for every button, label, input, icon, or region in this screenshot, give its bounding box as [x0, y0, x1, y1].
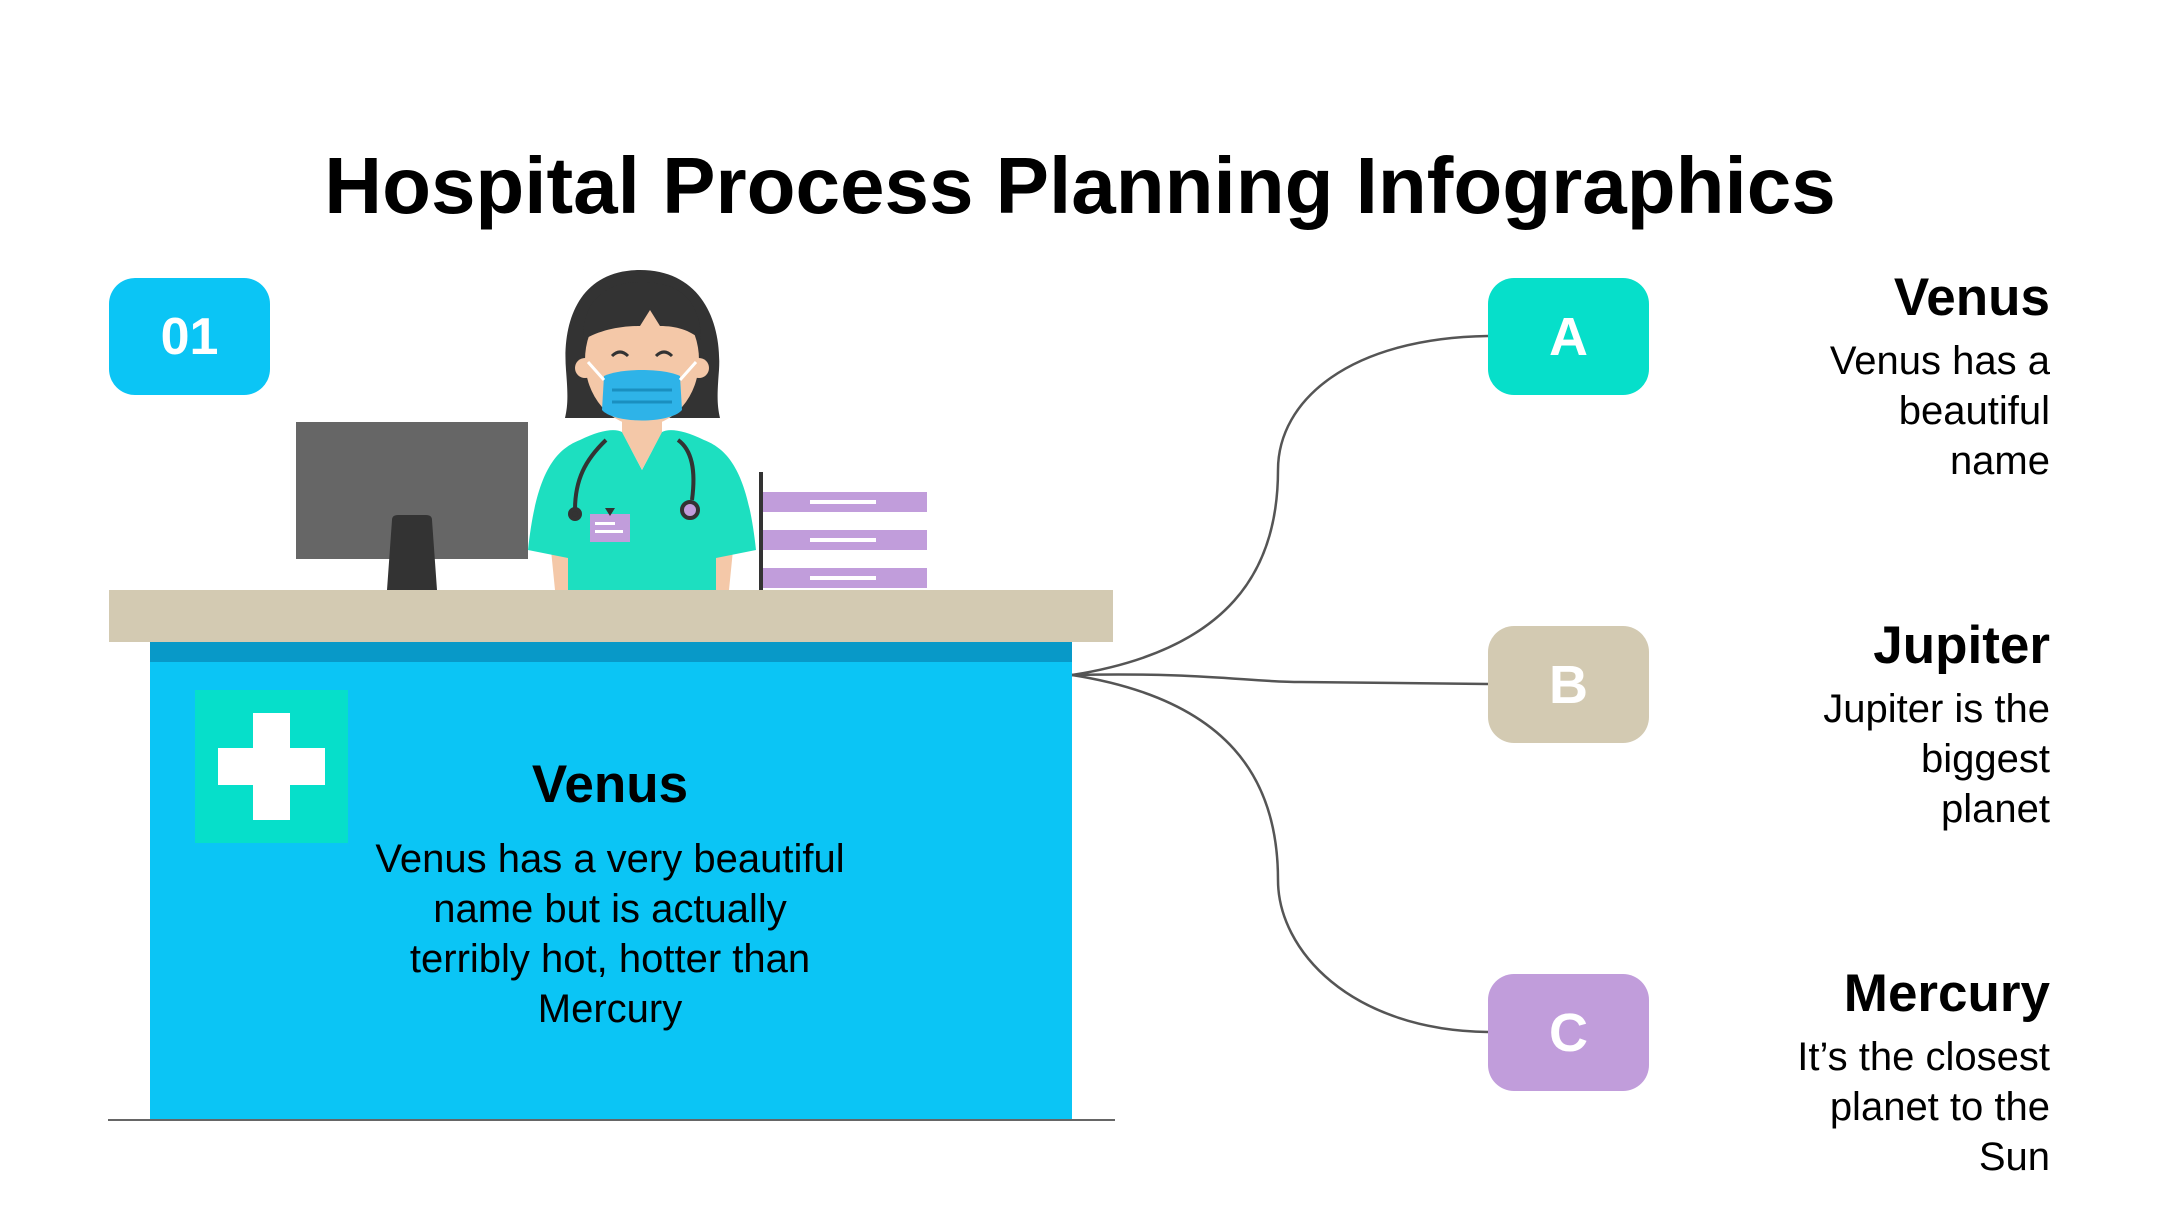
option-badge-b: B	[1488, 626, 1649, 743]
option-title-c: Mercury	[1843, 964, 2050, 1023]
connector-b	[1071, 673, 1489, 686]
stethoscope-icon	[568, 438, 700, 521]
connector-c	[1071, 673, 1489, 1034]
option-item-c: Mercury It’s the closest planet to the S…	[1660, 962, 2050, 1182]
option-text-c: It’s the closest planet to the Sun	[1797, 1035, 2050, 1179]
option-badge-a: A	[1488, 278, 1649, 395]
medical-cross-icon	[195, 690, 348, 843]
desk-description: Venus has a very beautiful name but is a…	[375, 837, 845, 1031]
monitor-icon	[296, 422, 528, 590]
step-badge: 01	[109, 278, 270, 395]
option-badge-c: C	[1488, 974, 1649, 1091]
option-item-a: Venus Venus has a beautiful name	[1660, 266, 2050, 486]
connector-a	[1071, 334, 1489, 677]
option-title-a: Venus	[1893, 268, 2050, 327]
folders-icon	[759, 472, 927, 592]
connector-lines	[1071, 334, 1489, 1034]
nurse-icon	[528, 270, 756, 592]
option-title-b: Jupiter	[1873, 616, 2050, 675]
option-item-b: Jupiter Jupiter is the biggest planet	[1660, 614, 2050, 834]
option-text-b: Jupiter is the biggest planet	[1823, 687, 2050, 831]
page-title: Hospital Process Planning Infographics	[324, 140, 1836, 230]
option-text-a: Venus has a beautiful name	[1829, 339, 2050, 483]
desk-title: Venus	[531, 755, 689, 814]
